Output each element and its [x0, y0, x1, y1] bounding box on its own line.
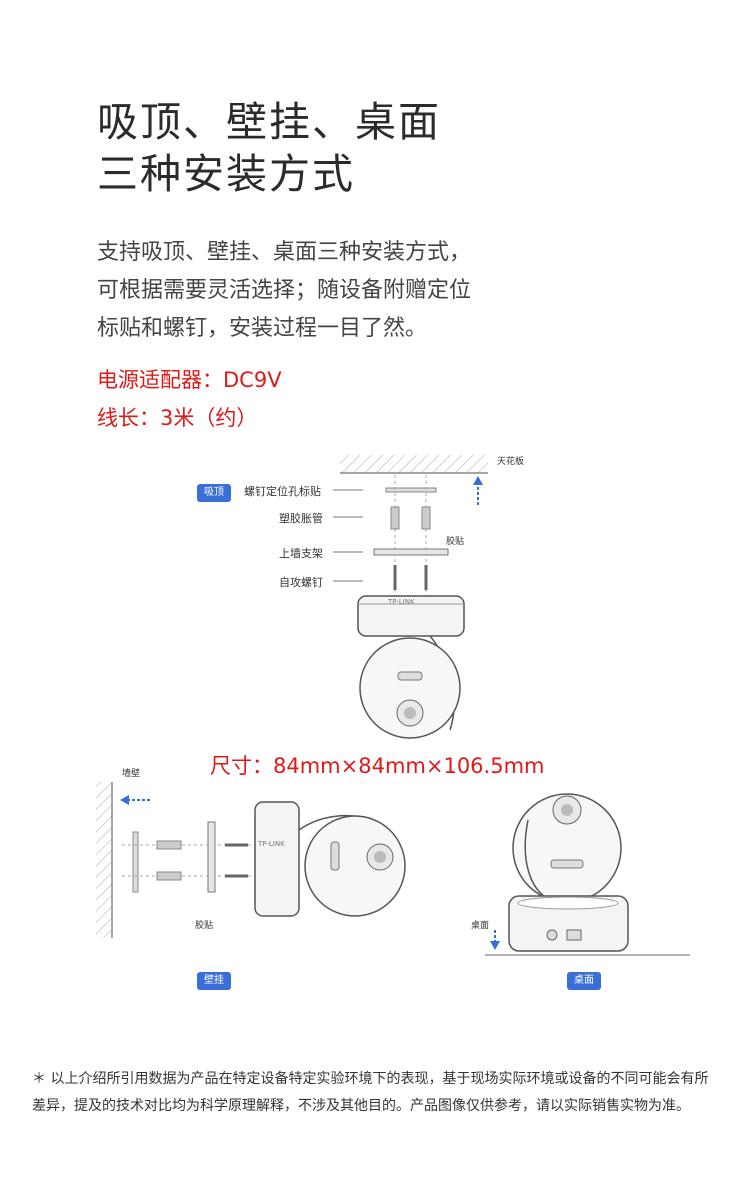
- ceiling-mount-diagram: [333, 455, 488, 739]
- description: 支持吸顶、壁挂、桌面三种安装方式， 可根据需要灵活选择；随设备附赠定位 标贴和螺…: [97, 234, 471, 348]
- up-arrow-icon: [473, 476, 483, 505]
- label-desk: 桌面: [471, 921, 490, 931]
- title-line-1: 吸顶、壁挂、桌面: [97, 98, 441, 146]
- tag-wall: 壁挂: [197, 972, 231, 990]
- label-bracket: 上墙支架: [279, 547, 323, 560]
- tag-ceiling: 吸顶: [197, 484, 231, 502]
- left-arrow-icon: [120, 795, 150, 805]
- dimensions-text: 尺寸：84mm×84mm×106.5mm: [210, 754, 545, 778]
- brand-logo-ceiling: TP-LINK: [388, 598, 415, 606]
- desk-diagram: [485, 793, 690, 956]
- label-screw: 自攻螺钉: [279, 576, 323, 589]
- label-ceiling-board: 天花板: [497, 457, 525, 467]
- label-glue-wall: 胶贴: [195, 921, 214, 931]
- label-anchor: 塑胶胀管: [279, 512, 323, 525]
- label-wall: 墙壁: [122, 769, 141, 779]
- description-line-2: 可根据需要灵活选择；随设备附赠定位: [97, 278, 472, 303]
- label-sticker: 螺钉定位孔标贴: [244, 485, 321, 498]
- disclaimer: ＊ 以上介绍所引用数据为产品在特定设备特定实验环境下的表现，基于现场实际环境或设…: [32, 1071, 709, 1114]
- description-line-3: 标贴和螺钉，安装过程一目了然。: [97, 316, 428, 341]
- installation-illustrations: [96, 455, 690, 956]
- page-title: 吸顶、壁挂、桌面 三种安装方式: [97, 96, 441, 200]
- description-line-1: 支持吸顶、壁挂、桌面三种安装方式，: [97, 240, 472, 265]
- title-line-2: 三种安装方式: [97, 150, 355, 198]
- brand-logo-wall: TP-LINK: [258, 840, 285, 848]
- down-arrow-icon: [490, 930, 500, 950]
- tag-desk: 桌面: [567, 972, 601, 990]
- spec-cable: 线长：3米（约）: [97, 406, 258, 430]
- spec-adapter: 电源适配器：DC9V: [97, 368, 282, 392]
- wall-mount-diagram: [96, 782, 406, 938]
- label-glue-ceiling: 胶贴: [446, 537, 465, 547]
